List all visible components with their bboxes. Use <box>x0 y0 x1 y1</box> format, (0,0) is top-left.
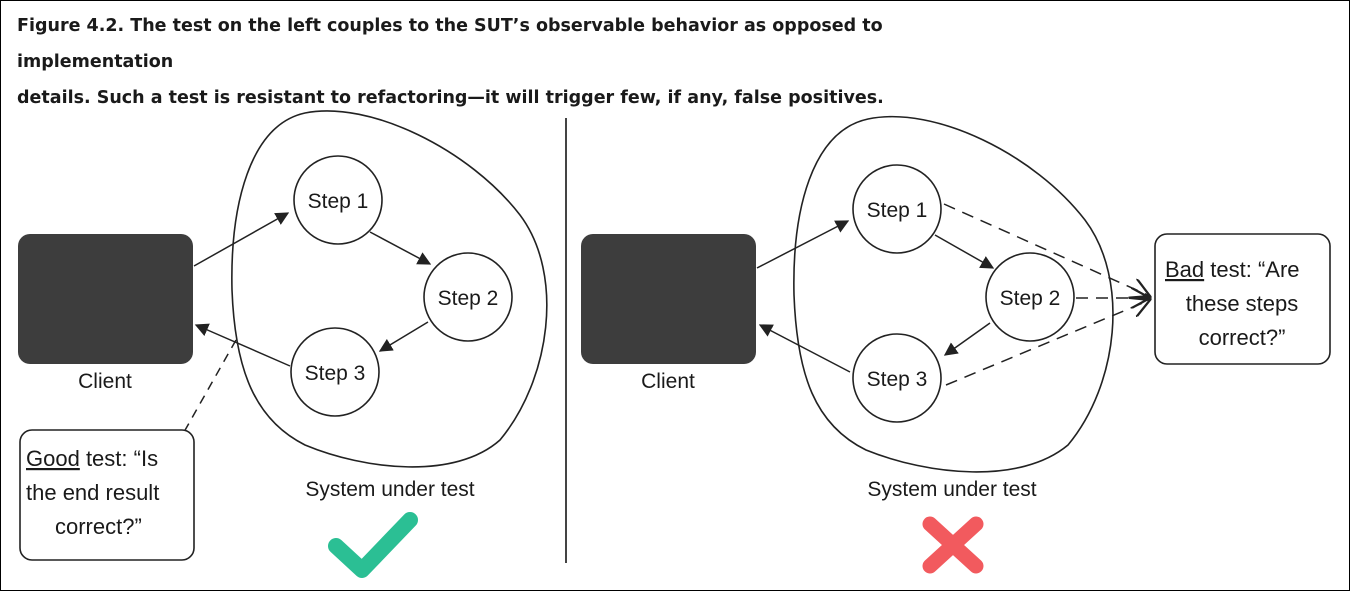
caption-line-2: details. Such a test is resistant to ref… <box>17 88 884 108</box>
left-step-2-label: Step 2 <box>438 287 499 310</box>
right-note-emphasis: Bad <box>1165 257 1204 282</box>
figure-caption: Figure 4.2. The test on the left couples… <box>17 8 1017 116</box>
left-arrow-client-to-step1 <box>193 212 290 267</box>
left-step-1-label: Step 1 <box>308 190 369 213</box>
right-system-label: System under test <box>867 478 1036 501</box>
right-step-2-label: Step 2 <box>1000 287 1061 310</box>
left-client-label: Client <box>78 370 132 393</box>
left-system-label: System under test <box>305 478 474 501</box>
right-dashed-step1-to-note <box>943 203 1150 296</box>
left-step-1-node <box>293 155 383 245</box>
right-client-box <box>581 234 756 364</box>
caption-line-1: Figure 4.2. The test on the left couples… <box>17 16 883 72</box>
left-step-3-node <box>290 327 380 417</box>
left-note-line-3: correct?” <box>55 514 142 539</box>
right-client-label: Client <box>641 370 695 393</box>
cross-icon <box>922 516 984 574</box>
right-system-boundary <box>793 115 1114 473</box>
right-step-1-node <box>852 164 942 254</box>
right-step-3-label: Step 3 <box>867 368 928 391</box>
left-client-box <box>18 234 193 364</box>
right-note-line-2: these steps <box>1186 291 1299 316</box>
right-arrow-step3-to-client <box>758 324 851 373</box>
right-note-box <box>1154 233 1331 365</box>
right-note-line-1-rest: test: “Are <box>1204 257 1299 282</box>
right-arrow-client-to-step1 <box>756 220 850 269</box>
right-step-1-label: Step 1 <box>867 199 928 222</box>
left-system-boundary <box>231 110 548 468</box>
left-arrow-step2-to-step3 <box>378 321 429 352</box>
right-step-3-node <box>852 333 942 423</box>
left-note-line-2: the end result <box>26 480 159 505</box>
right-dashed-step3-to-note <box>945 300 1150 386</box>
right-note-line-3: correct?” <box>1199 325 1286 350</box>
right-panel: Client Step 1 Step 2 Step 3 Bad test: “A… <box>581 115 1331 574</box>
left-arrow-step3-to-client <box>194 323 291 367</box>
left-panel: Client Step 1 Step 2 Step 3 Good test: “… <box>18 110 548 578</box>
left-step-2-node <box>423 252 513 342</box>
right-arrow-step1-to-step2 <box>934 234 995 269</box>
left-note-box <box>19 429 195 561</box>
left-step-3-label: Step 3 <box>305 362 366 385</box>
left-note-emphasis: Good <box>26 446 80 471</box>
left-note-line-1-rest: test: “Is <box>80 446 158 471</box>
right-note-line-1: Bad test: “Are <box>1165 257 1300 282</box>
right-arrow-step2-to-step3 <box>943 322 991 356</box>
left-arrow-step1-to-step2 <box>369 231 432 265</box>
check-icon <box>328 512 418 578</box>
left-note-line-1: Good test: “Is <box>26 446 158 471</box>
right-step-2-node <box>985 252 1075 342</box>
left-note-connector <box>183 339 237 433</box>
